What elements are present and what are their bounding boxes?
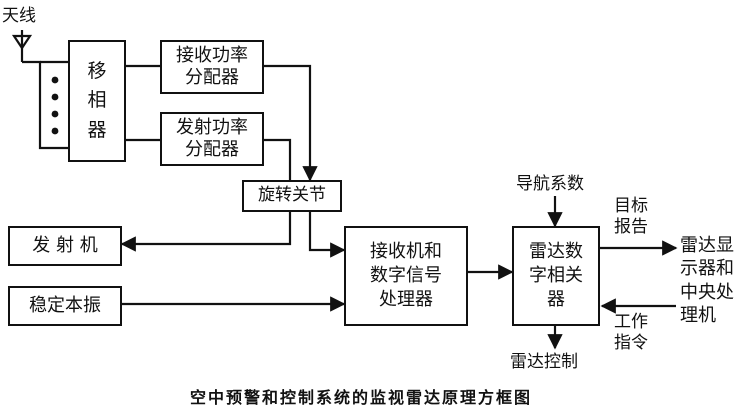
phase-shifter-box: 移 相 器 — [68, 40, 126, 162]
antenna-icon — [11, 30, 33, 62]
antenna-label: 天线 — [2, 6, 36, 26]
rx-to-joint-line — [264, 64, 318, 182]
rx-power-divider-box: 接收功率 分配器 — [160, 40, 264, 94]
joint-to-transmitter-line — [120, 212, 292, 252]
target-report-label: 目标 报告 — [614, 196, 648, 238]
display-center-label: 雷达显 示器和 中央处 理机 — [680, 235, 734, 327]
tx-power-divider-box: 发射功率 分配器 — [160, 112, 264, 166]
antenna-elements — [51, 76, 59, 135]
receiver-processor-box: 接收机和 数字信号 处理器 — [344, 226, 468, 326]
transmitter-box: 发 射 机 — [8, 226, 122, 266]
correlator-box: 雷达数 字相关 器 — [512, 226, 600, 326]
joint-to-receiver-line — [308, 212, 346, 258]
radar-control-label: 雷达控制 — [510, 352, 578, 372]
diagram-caption: 空中预警和控制系统的监视雷达原理方框图 — [190, 388, 533, 407]
stalo-box: 稳定本振 — [8, 286, 122, 326]
antenna-feed-line — [22, 60, 68, 150]
rotary-joint-box: 旋转关节 — [242, 180, 342, 212]
tx-to-joint-line — [264, 138, 292, 180]
work-command-label: 工作 指令 — [614, 312, 648, 354]
nav-system-label: 导航系数 — [516, 174, 584, 194]
